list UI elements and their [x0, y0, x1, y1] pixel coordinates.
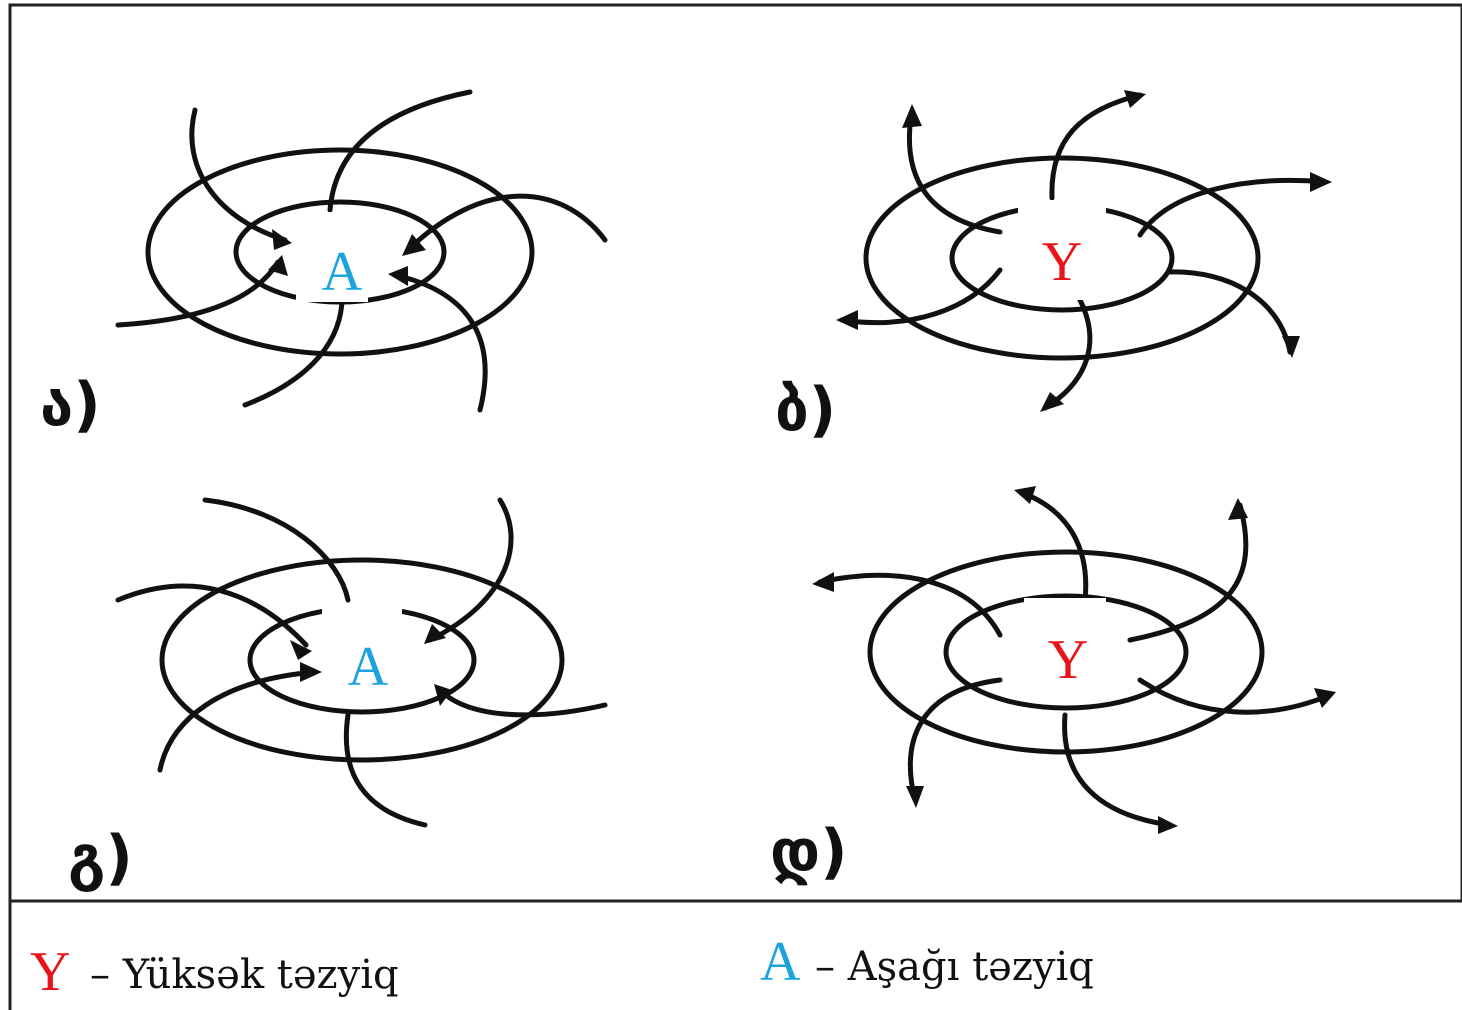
legend-low-text: – Aşağı təzyiq [815, 944, 1094, 990]
panel-d-center-letter: Y [1048, 629, 1088, 691]
panel-a-center-letter: A [322, 241, 363, 303]
arrowhead [402, 234, 426, 256]
center-box [1024, 598, 1106, 694]
arrowhead [300, 662, 322, 682]
isobar-outer [145, 147, 535, 357]
wind-arrow [437, 687, 608, 718]
arrowhead [1014, 486, 1036, 504]
wind-arrow [405, 193, 608, 253]
wind-arrow [1042, 297, 1093, 411]
wind-arrow [1127, 502, 1249, 643]
wind-arrow [157, 669, 318, 773]
arrowhead [1124, 90, 1146, 108]
arrowhead [812, 572, 834, 592]
arrowhead [272, 229, 292, 250]
wind-arrow [1165, 269, 1293, 355]
isobar-inner [943, 593, 1189, 711]
arrowhead [836, 310, 858, 330]
panel-b-center-letter: Y [1042, 231, 1082, 293]
arrowhead [1228, 498, 1248, 520]
legend-high-text: – Yüksək təzyiq [90, 952, 399, 998]
arrowhead [388, 266, 408, 286]
arrowhead [1282, 336, 1300, 358]
wind-arrow [906, 107, 1003, 235]
wind-arrow [1049, 92, 1143, 201]
center-box [1018, 200, 1106, 300]
arrowhead [424, 624, 446, 644]
arrowhead [902, 104, 922, 128]
wind-arrow [1017, 489, 1089, 603]
wind-arrow [392, 272, 488, 413]
figure-frame [8, 3, 1462, 903]
panel-d-arrowheads [812, 486, 1336, 834]
wind-arrow [907, 677, 1003, 803]
panel-a-arrowheads [268, 229, 426, 286]
wind-arrow [115, 583, 309, 648]
legend-low-symbol: A [760, 931, 801, 993]
wind-arrow [189, 107, 288, 243]
wind-arrow [115, 259, 281, 328]
panel-c [115, 497, 608, 828]
panel-b-arrowheads [836, 90, 1332, 412]
panel-c-center-letter: A [348, 636, 389, 698]
arrowhead [1310, 172, 1332, 192]
arrowhead [1158, 816, 1178, 834]
panel-c-label: გ) [68, 823, 133, 893]
arrowhead [290, 640, 312, 660]
center-box [296, 212, 368, 302]
wind-arrow [1137, 677, 1333, 715]
isobar-outer [159, 557, 565, 763]
panel-a [115, 89, 608, 413]
arrowhead [268, 255, 288, 276]
wind-arrow [839, 267, 1003, 325]
wind-arrow [327, 89, 473, 213]
arrowhead [1040, 392, 1064, 412]
panel-b-label: ბ) [775, 375, 836, 445]
wind-arrow [817, 572, 1003, 638]
wind-arrow [343, 712, 428, 828]
isobar-outer [863, 155, 1261, 361]
wind-arrow [1062, 712, 1173, 828]
arrowhead [1314, 688, 1336, 708]
panel-a-label: ა) [40, 370, 101, 440]
wind-arrow [202, 497, 351, 603]
panel-d-label: დ) [770, 817, 848, 887]
wind-arrow [1137, 177, 1328, 238]
wind-arrow [427, 497, 514, 643]
arrowhead [434, 684, 452, 706]
panel-c-arrowheads [290, 624, 452, 706]
panel-d [817, 489, 1333, 828]
arrowhead [906, 786, 924, 808]
legend-high-symbol: Y [30, 941, 70, 1003]
wind-arrow [242, 287, 345, 408]
center-box [322, 604, 402, 700]
